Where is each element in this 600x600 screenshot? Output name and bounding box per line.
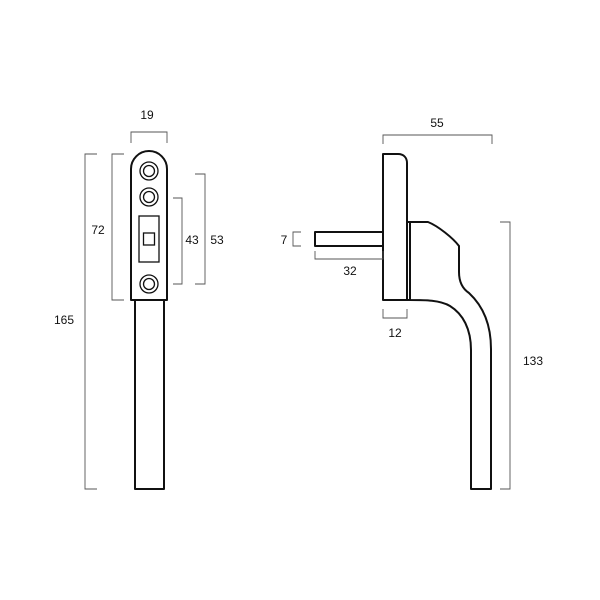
dim-spindle-length: 32 xyxy=(314,251,384,278)
dim-handle-height-label: 133 xyxy=(523,354,543,368)
screw-hole-top xyxy=(139,161,159,181)
dim-width: 19 xyxy=(130,108,168,143)
dim-spindle-thickness: 7 xyxy=(281,231,301,247)
dim-depth-label: 55 xyxy=(430,116,444,130)
dim-width-label: 19 xyxy=(140,108,154,122)
side-backplate xyxy=(382,153,408,301)
screw-hole-middle xyxy=(139,187,159,207)
dim-hole-span: 53 xyxy=(195,173,224,285)
dim-overall-height-label: 165 xyxy=(54,313,74,327)
side-handle-body xyxy=(409,221,492,490)
dim-plate-height-label: 72 xyxy=(91,223,105,237)
dim-spindle-length-label: 32 xyxy=(343,264,357,278)
dim-hole-span-label: 53 xyxy=(210,233,224,247)
dim-plate-thickness-label: 12 xyxy=(388,326,402,340)
dim-depth: 55 xyxy=(382,116,493,144)
side-view: 55 7 32 12 133 xyxy=(281,116,543,490)
spindle xyxy=(314,231,384,247)
front-view: 19 165 72 43 53 xyxy=(54,108,224,490)
dim-plate-height: 72 xyxy=(91,153,124,301)
dim-overall-height: 165 xyxy=(54,153,97,490)
front-handle-shaft xyxy=(134,297,165,490)
dim-inner-span-label: 43 xyxy=(185,233,199,247)
front-backplate xyxy=(130,150,168,301)
lock-slot xyxy=(138,215,160,263)
dim-inner-span: 43 xyxy=(173,197,199,285)
dim-handle-height: 133 xyxy=(500,221,543,490)
dim-spindle-thickness-label: 7 xyxy=(281,233,288,247)
dim-plate-thickness: 12 xyxy=(382,309,408,340)
screw-hole-bottom xyxy=(139,274,159,294)
